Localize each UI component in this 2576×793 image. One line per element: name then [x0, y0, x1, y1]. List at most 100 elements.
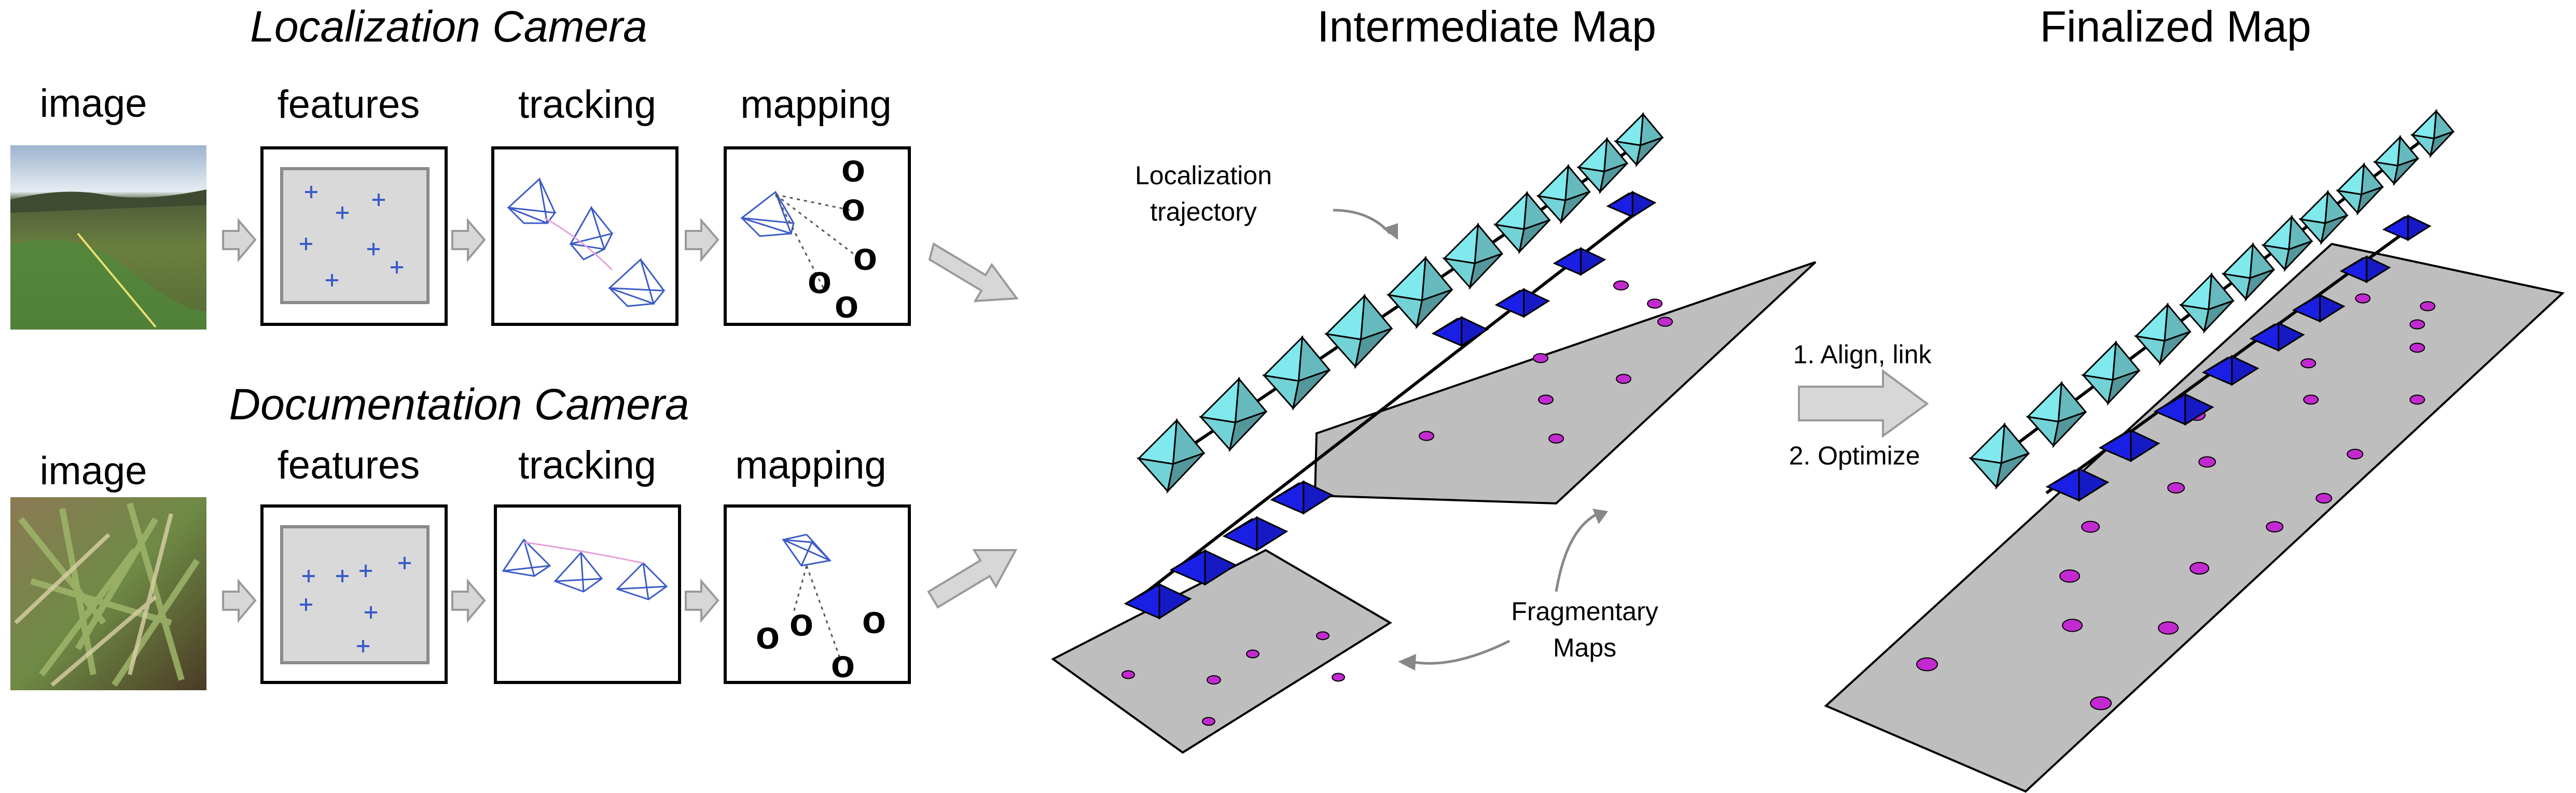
camera-face	[2262, 215, 2293, 251]
arrow-right-icon	[451, 217, 486, 263]
camera-icon	[2249, 321, 2305, 352]
landmark-dot	[1202, 717, 1215, 726]
landmark-dot	[2190, 562, 2209, 575]
landmark-dot	[2081, 521, 2100, 533]
row1-mapping-landmark: o	[841, 146, 865, 190]
camera-face	[1443, 223, 1479, 265]
camera-face	[1518, 219, 1550, 254]
landmark-dot	[1613, 280, 1629, 291]
landmark-dot	[1419, 431, 1434, 441]
landmark-dot	[2409, 319, 2425, 330]
finalized-landmarks	[1916, 293, 2435, 710]
camera-icon	[1969, 422, 2030, 490]
camera-face	[2245, 269, 2275, 302]
arrow-diagonal-down-icon	[928, 242, 1019, 303]
camera-face	[2130, 429, 2160, 462]
row2-tracking-box	[494, 504, 681, 684]
camera-face	[1969, 422, 2006, 464]
camera-icon	[2221, 242, 2276, 302]
camera-face	[1493, 191, 1528, 230]
title-finalized-map: Finalized Map	[2040, 2, 2311, 51]
camera-face	[1387, 256, 1427, 302]
camera-face	[1415, 289, 1453, 330]
camera-face	[2158, 331, 2191, 366]
camera-icon	[1386, 256, 1453, 330]
row2-tracking-cameras	[502, 538, 668, 600]
camera-face	[2373, 135, 2401, 167]
landmark-dot	[1657, 317, 1673, 327]
row2-mapping-landmark: o	[862, 598, 886, 642]
row1-image-label: image	[40, 81, 147, 126]
camera-face	[2298, 190, 2329, 224]
arrow-right-icon	[451, 578, 486, 623]
camera-face	[1222, 516, 1258, 552]
row2-photo	[10, 497, 206, 690]
row2-mapping-label: mapping	[735, 443, 887, 487]
camera-face	[1536, 164, 1570, 201]
feature-cross-icon	[326, 274, 338, 286]
camera-face	[1354, 327, 1393, 370]
row1-mapping-content: o o o o o	[740, 146, 877, 326]
landmark-dot	[2409, 343, 2425, 353]
localization-cameras	[1137, 112, 1664, 494]
camera-face	[1199, 377, 1240, 423]
camera-face	[2283, 240, 2312, 272]
row2-mapping-landmark: o	[790, 600, 813, 645]
camera-icon	[1169, 549, 1238, 586]
feature-cross-icon	[359, 565, 372, 577]
finalized-map	[1824, 109, 2565, 793]
title-localization-camera: Localization Camera	[250, 2, 647, 51]
camera-face	[1614, 112, 1644, 146]
camera-face	[1137, 418, 1178, 465]
landmark-dot	[2158, 621, 2179, 635]
camera-face	[1262, 335, 1304, 382]
row2-features-box	[260, 504, 448, 684]
camera-face	[2107, 370, 2140, 406]
landmark-dot	[2059, 569, 2080, 583]
landmark-dot	[1121, 670, 1135, 679]
row2-tracking-label: tracking	[518, 443, 656, 487]
camera-icon	[2373, 135, 2419, 186]
camera-face	[1631, 190, 1657, 218]
camera-face	[2356, 186, 2384, 216]
annotation-pointer-head-icon	[1382, 223, 1398, 240]
feature-cross-icon	[300, 238, 312, 250]
row1-tracking-cameras	[507, 177, 666, 307]
camera-icon	[1606, 190, 1657, 218]
camera-icon	[2335, 162, 2384, 216]
annotation-fragmentary-maps-line1: Fragmentary	[1511, 597, 1658, 626]
camera-icon	[1614, 112, 1664, 168]
camera-face	[2411, 109, 2437, 140]
camera-icon	[1494, 288, 1550, 318]
landmark-dot	[1647, 298, 1663, 309]
finalized-localization-cameras	[1969, 109, 2455, 490]
intermediate-map	[1051, 112, 1817, 754]
step-optimize: 2. Optimize	[1789, 441, 1920, 470]
row1-tracking-box	[491, 146, 678, 326]
row2-mapping-landmark: o	[831, 642, 855, 686]
arrow-right-icon	[685, 217, 719, 263]
camera-face	[1606, 190, 1633, 218]
feature-cross-icon	[336, 570, 349, 582]
camera-face	[2078, 467, 2110, 502]
camera-face	[1461, 316, 1489, 347]
camera-icon	[1137, 418, 1206, 494]
camera-icon	[1493, 191, 1551, 254]
row1-features-box	[260, 146, 448, 326]
feature-cross-icon	[365, 606, 377, 619]
camera-face	[2429, 131, 2454, 158]
camera-face	[1228, 411, 1267, 453]
camera-icon	[1262, 335, 1331, 411]
landmark-dot	[1533, 353, 1548, 363]
camera-face	[2278, 322, 2305, 352]
camera-face	[1469, 253, 1503, 290]
camera-face	[1523, 288, 1550, 318]
camera-icon	[2045, 467, 2110, 502]
row2-mapping-landmark: o	[756, 613, 780, 658]
camera-face	[2184, 393, 2214, 426]
row1-mapping-landmark: o	[808, 258, 832, 302]
landmark-dot	[2347, 448, 2363, 460]
arrow-diagonal-up-icon	[927, 549, 1018, 609]
